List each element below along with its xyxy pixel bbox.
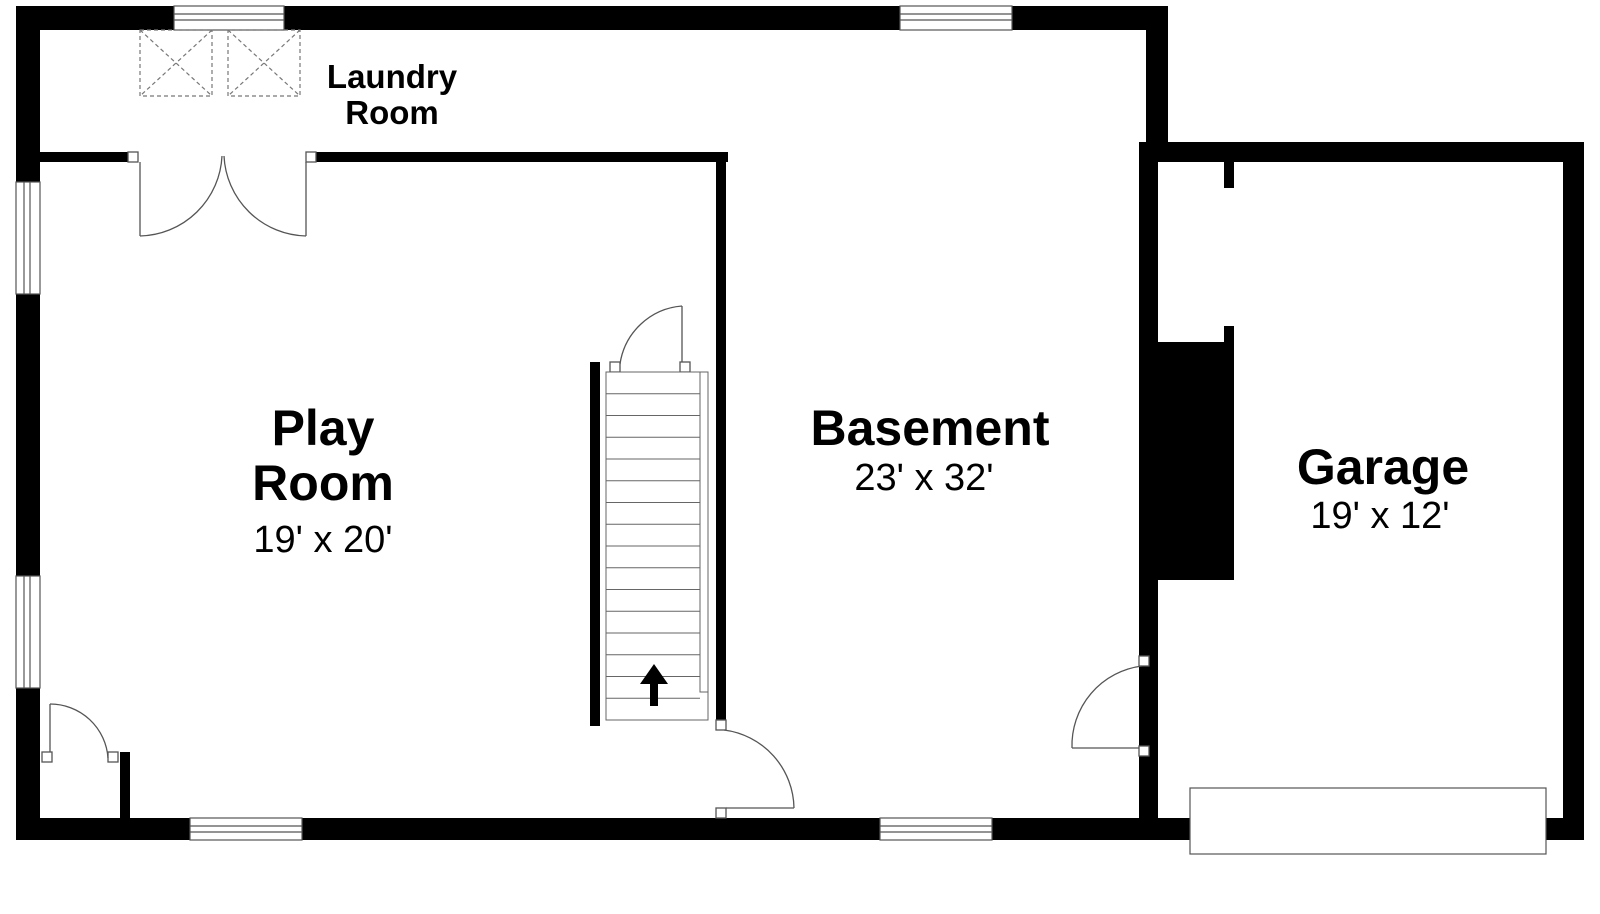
play-room-dimensions: 19' x 20' (253, 519, 392, 561)
garage-dimensions: 19' x 12' (1310, 495, 1449, 537)
door-basement-lower (715, 719, 795, 819)
basement-dimensions: 23' x 32' (854, 457, 993, 499)
up-arrow-icon (640, 664, 668, 706)
stairs-rail (699, 371, 709, 693)
garage-stub-mid (1224, 326, 1234, 342)
dryer-icon (227, 29, 301, 97)
wall-stairs-left (590, 362, 600, 726)
garage-wall-right (1563, 142, 1584, 838)
wall-laundry-left (40, 152, 128, 162)
door-laundry-double (127, 151, 317, 237)
wall-laundry-right (316, 152, 728, 162)
basement-label: Basement (811, 400, 1050, 456)
play-room-label-line2: Room (252, 455, 394, 511)
window-bottom-left (189, 817, 303, 841)
window-left-lower (15, 575, 41, 689)
utility-block (1158, 342, 1234, 580)
doors (41, 151, 1150, 819)
door-closet (41, 703, 119, 763)
wall-basement-garage (1139, 142, 1158, 838)
exterior-walls (16, 6, 1584, 840)
windows (15, 5, 1013, 841)
laundry-room-label-line1: Laundry (327, 58, 458, 95)
garage-door (1189, 787, 1547, 855)
stairs (605, 371, 709, 721)
wall-closet (120, 752, 130, 818)
wall-center-right (1146, 6, 1168, 142)
garage-label: Garage (1297, 439, 1469, 495)
window-top-center (899, 5, 1013, 31)
door-garage (1071, 655, 1150, 757)
interior-walls (40, 152, 1234, 818)
window-top-left (173, 5, 285, 31)
door-stairs-top (609, 305, 691, 373)
laundry-room-label-line2: Room (345, 94, 439, 131)
wall-stairs-right (716, 152, 726, 720)
garage-wall-top (1139, 142, 1584, 162)
room-labels: Laundry Room Play Room 19' x 20' Basemen… (252, 58, 1469, 561)
garage-stub-top (1224, 162, 1234, 188)
laundry-appliances (139, 29, 301, 97)
wall-left (16, 6, 40, 838)
washer-icon (139, 29, 213, 97)
window-left-upper (15, 181, 41, 295)
window-bottom-center (879, 817, 993, 841)
play-room-label-line1: Play (272, 400, 375, 456)
